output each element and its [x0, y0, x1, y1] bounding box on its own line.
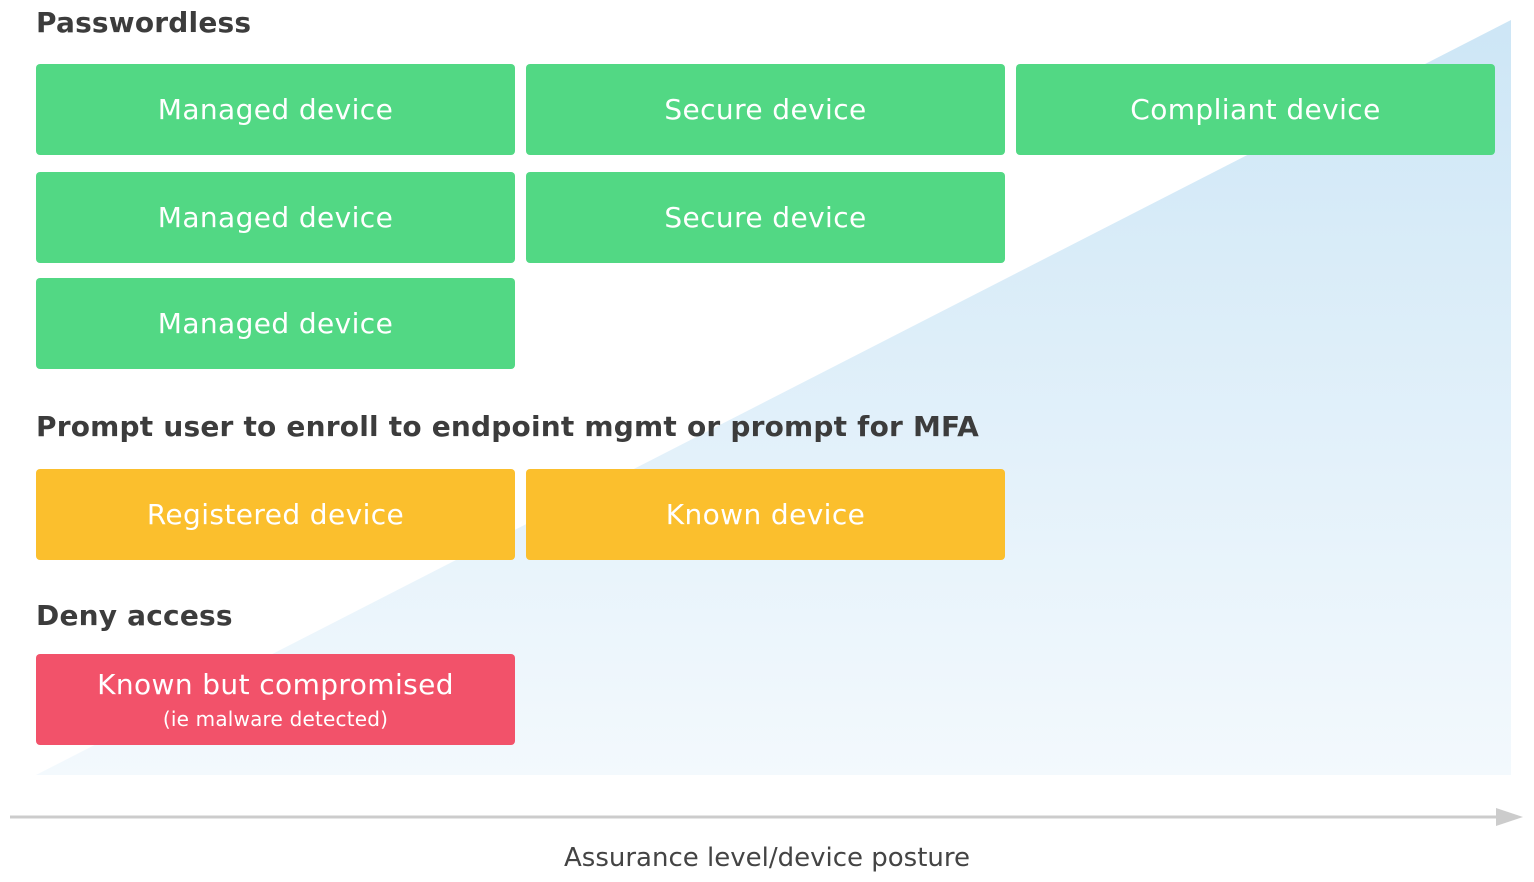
box-label: Compliant device — [1130, 93, 1381, 126]
box-sublabel: (ie malware detected) — [162, 707, 389, 731]
box-secure-device-row2: Secure device — [526, 172, 1005, 263]
box-label: Managed device — [157, 307, 394, 340]
box-managed-device-row1: Managed device — [36, 64, 515, 155]
axis-arrow — [10, 808, 1523, 826]
box-registered-device: Registered device — [36, 469, 515, 560]
box-label: Managed device — [157, 201, 394, 234]
heading-deny: Deny access — [36, 599, 233, 632]
box-secure-device-row1: Secure device — [526, 64, 1005, 155]
box-compliant-device-row1: Compliant device — [1016, 64, 1495, 155]
box-known-but-compromised: Known but compromised (ie malware detect… — [36, 654, 515, 745]
box-label: Known device — [665, 498, 866, 531]
axis-label: Assurance level/device posture — [563, 843, 970, 873]
heading-passwordless: Passwordless — [36, 6, 252, 39]
box-label: Secure device — [664, 201, 867, 234]
box-label: Managed device — [157, 93, 394, 126]
box-known-device: Known device — [526, 469, 1005, 560]
box-label: Known but compromised — [97, 668, 454, 701]
box-label: Secure device — [664, 93, 867, 126]
box-managed-device-row3: Managed device — [36, 278, 515, 369]
box-managed-device-row2: Managed device — [36, 172, 515, 263]
heading-prompt: Prompt user to enroll to endpoint mgmt o… — [36, 410, 980, 443]
box-label: Registered device — [146, 498, 405, 531]
